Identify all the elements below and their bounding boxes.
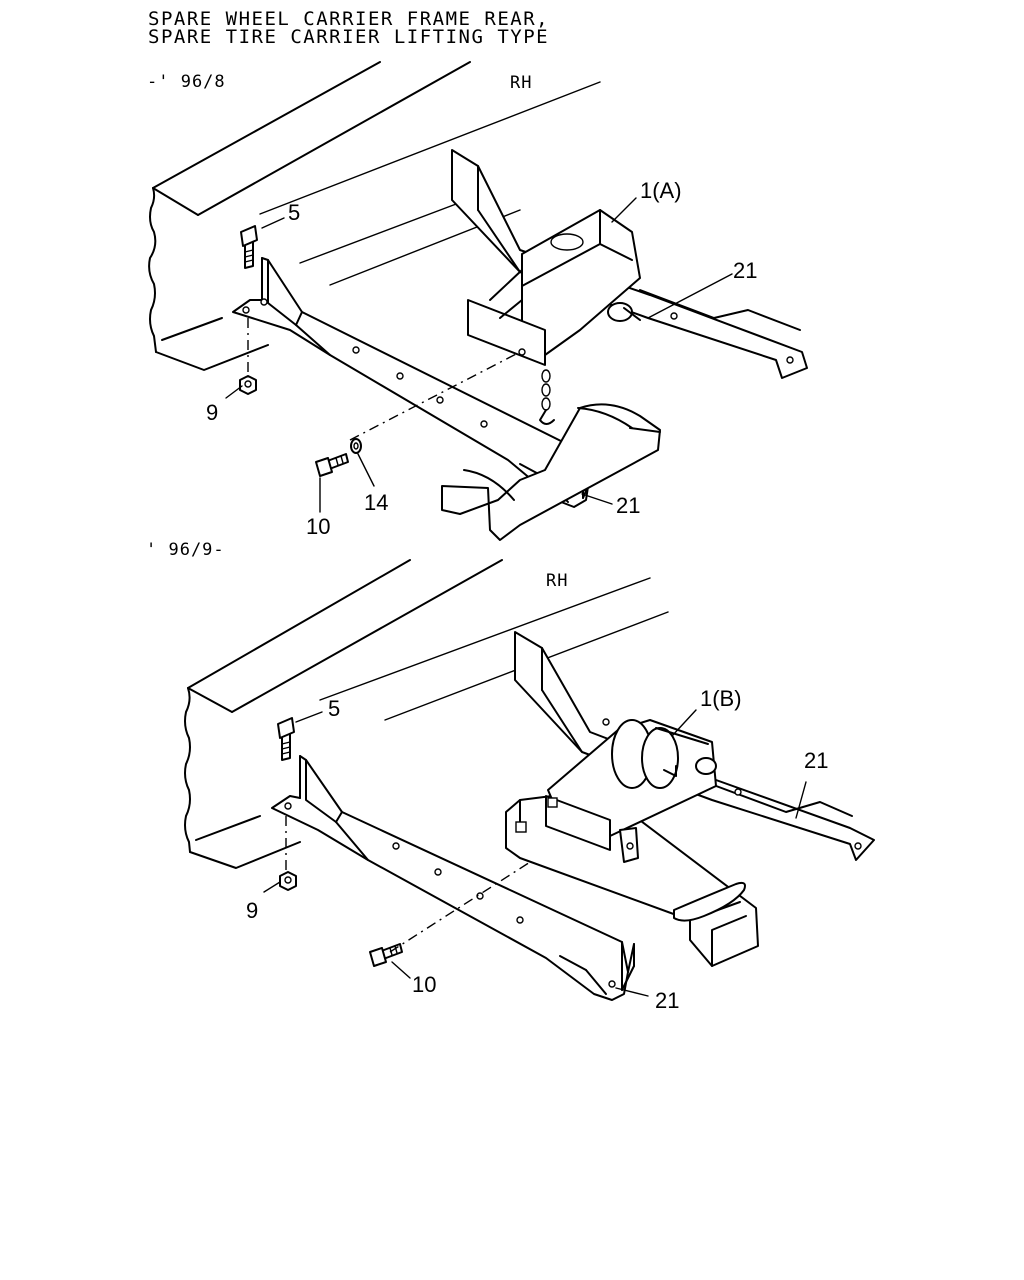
callout-1a: 1(A)	[640, 178, 682, 203]
frame-rail-icon	[148, 61, 601, 372]
section-2-date-range: ' 96/9-	[146, 540, 225, 560]
washer-14-icon	[350, 438, 362, 454]
section-2-callouts: 1(B) 5 21 9 10 21	[246, 686, 828, 1013]
callout-21-lower: 21	[616, 493, 640, 518]
section-1-side-label: RH	[510, 73, 533, 93]
bolt-10-icon	[315, 453, 349, 477]
callout-5: 5	[328, 696, 340, 721]
bolt-5-icon	[240, 225, 258, 269]
bolt-10-icon	[369, 943, 403, 967]
chain-icon	[539, 369, 555, 425]
section-2-side-label: RH	[546, 571, 569, 591]
callout-21-lower: 21	[655, 988, 679, 1013]
tire-support-icon	[441, 403, 661, 541]
callout-21-upper: 21	[733, 258, 757, 283]
callout-9: 9	[206, 400, 218, 425]
bolt-5-icon	[277, 717, 295, 761]
diagram-title-line-1: SPARE WHEEL CARRIER FRAME REAR,	[148, 8, 550, 30]
callout-10: 10	[412, 972, 436, 997]
leader-lines	[263, 709, 807, 997]
leader-lines	[225, 197, 733, 513]
callout-5: 5	[288, 200, 300, 225]
section-1-drawing	[148, 61, 808, 541]
section-1-callouts: 1(A) 5 21 9 14 21 10	[206, 178, 757, 539]
callout-21-upper: 21	[804, 748, 828, 773]
rear-bracket-icon	[451, 149, 808, 379]
section-2-drawing	[184, 559, 875, 1001]
winch-assembly-icon	[545, 719, 717, 863]
nut-9-icon	[239, 375, 257, 395]
callout-1b: 1(B)	[700, 686, 742, 711]
section-1-date-range: -' 96/8	[147, 72, 226, 92]
nut-9-icon	[279, 871, 297, 891]
callout-10: 10	[306, 514, 330, 539]
callout-14: 14	[364, 490, 388, 515]
carrier-bracket-icon	[271, 755, 635, 1001]
diagram-title-line-2: SPARE TIRE CARRIER LIFTING TYPE	[148, 26, 550, 48]
winch-assembly-icon	[467, 209, 641, 366]
rear-bracket-icon	[514, 631, 875, 861]
callout-9: 9	[246, 898, 258, 923]
